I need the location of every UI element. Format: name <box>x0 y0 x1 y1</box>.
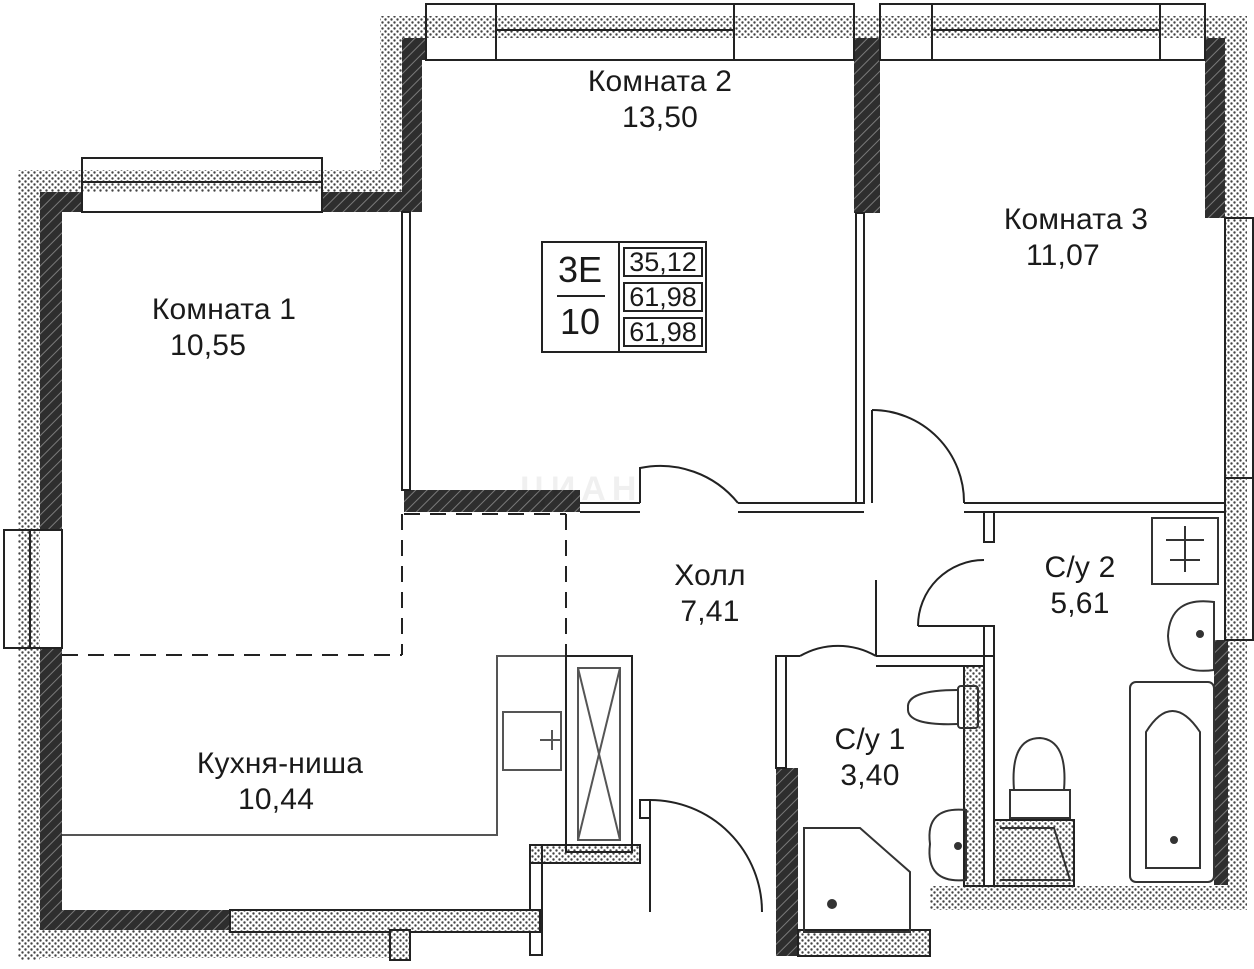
doors <box>639 409 985 913</box>
room-area: 3,40 <box>840 759 900 792</box>
room-area: 7,41 <box>680 595 740 628</box>
room-area: 10,55 <box>170 329 247 362</box>
room-area: 5,61 <box>1050 587 1110 620</box>
room-label-hall: Холл 7,41 <box>630 558 790 630</box>
room-name: Холл <box>674 559 746 592</box>
room-name: Кухня-ниша <box>196 747 364 780</box>
unit-total-area-with-balcony: 61,98 <box>623 317 703 347</box>
room-name: С/у 1 <box>834 723 906 756</box>
room-name: Комната 1 <box>151 293 297 326</box>
windows <box>3 3 1254 649</box>
fixtures <box>803 517 1219 933</box>
room-label-room-3: Комната 3 11,07 <box>956 202 1196 274</box>
room-area: 11,07 <box>1026 239 1100 272</box>
room-label-kitchen: Кухня-ниша 10,44 <box>160 746 400 818</box>
unit-type: 3E <box>557 249 603 290</box>
room-label-bath-2: С/у 2 5,61 <box>1010 550 1150 622</box>
room-area: 13,50 <box>621 101 699 134</box>
unit-divider <box>618 243 620 351</box>
outer-insulation <box>18 16 1247 960</box>
kitchen-counter <box>62 655 633 853</box>
unit-total-area: 61,98 <box>623 282 703 312</box>
kitchen-zone <box>62 513 567 656</box>
room-name: С/у 2 <box>1044 551 1116 584</box>
unit-separator <box>557 295 605 297</box>
unit-floor: 10 <box>559 301 601 342</box>
watermark: ЦИАН <box>520 470 643 508</box>
unit-living-area: 35,12 <box>623 247 703 277</box>
unit-info-box: 3E 10 35,12 61,98 61,98 <box>541 241 707 353</box>
room-label-room-2: Комната 2 13,50 <box>540 64 780 136</box>
room-area: 10,44 <box>238 783 315 816</box>
walls <box>40 38 1228 956</box>
room-label-bath-1: С/у 1 3,40 <box>810 722 930 794</box>
room-name: Комната 2 <box>587 65 733 98</box>
room-label-room-1: Комната 1 10,55 <box>104 292 344 364</box>
room-name: Комната 3 <box>1003 203 1149 236</box>
